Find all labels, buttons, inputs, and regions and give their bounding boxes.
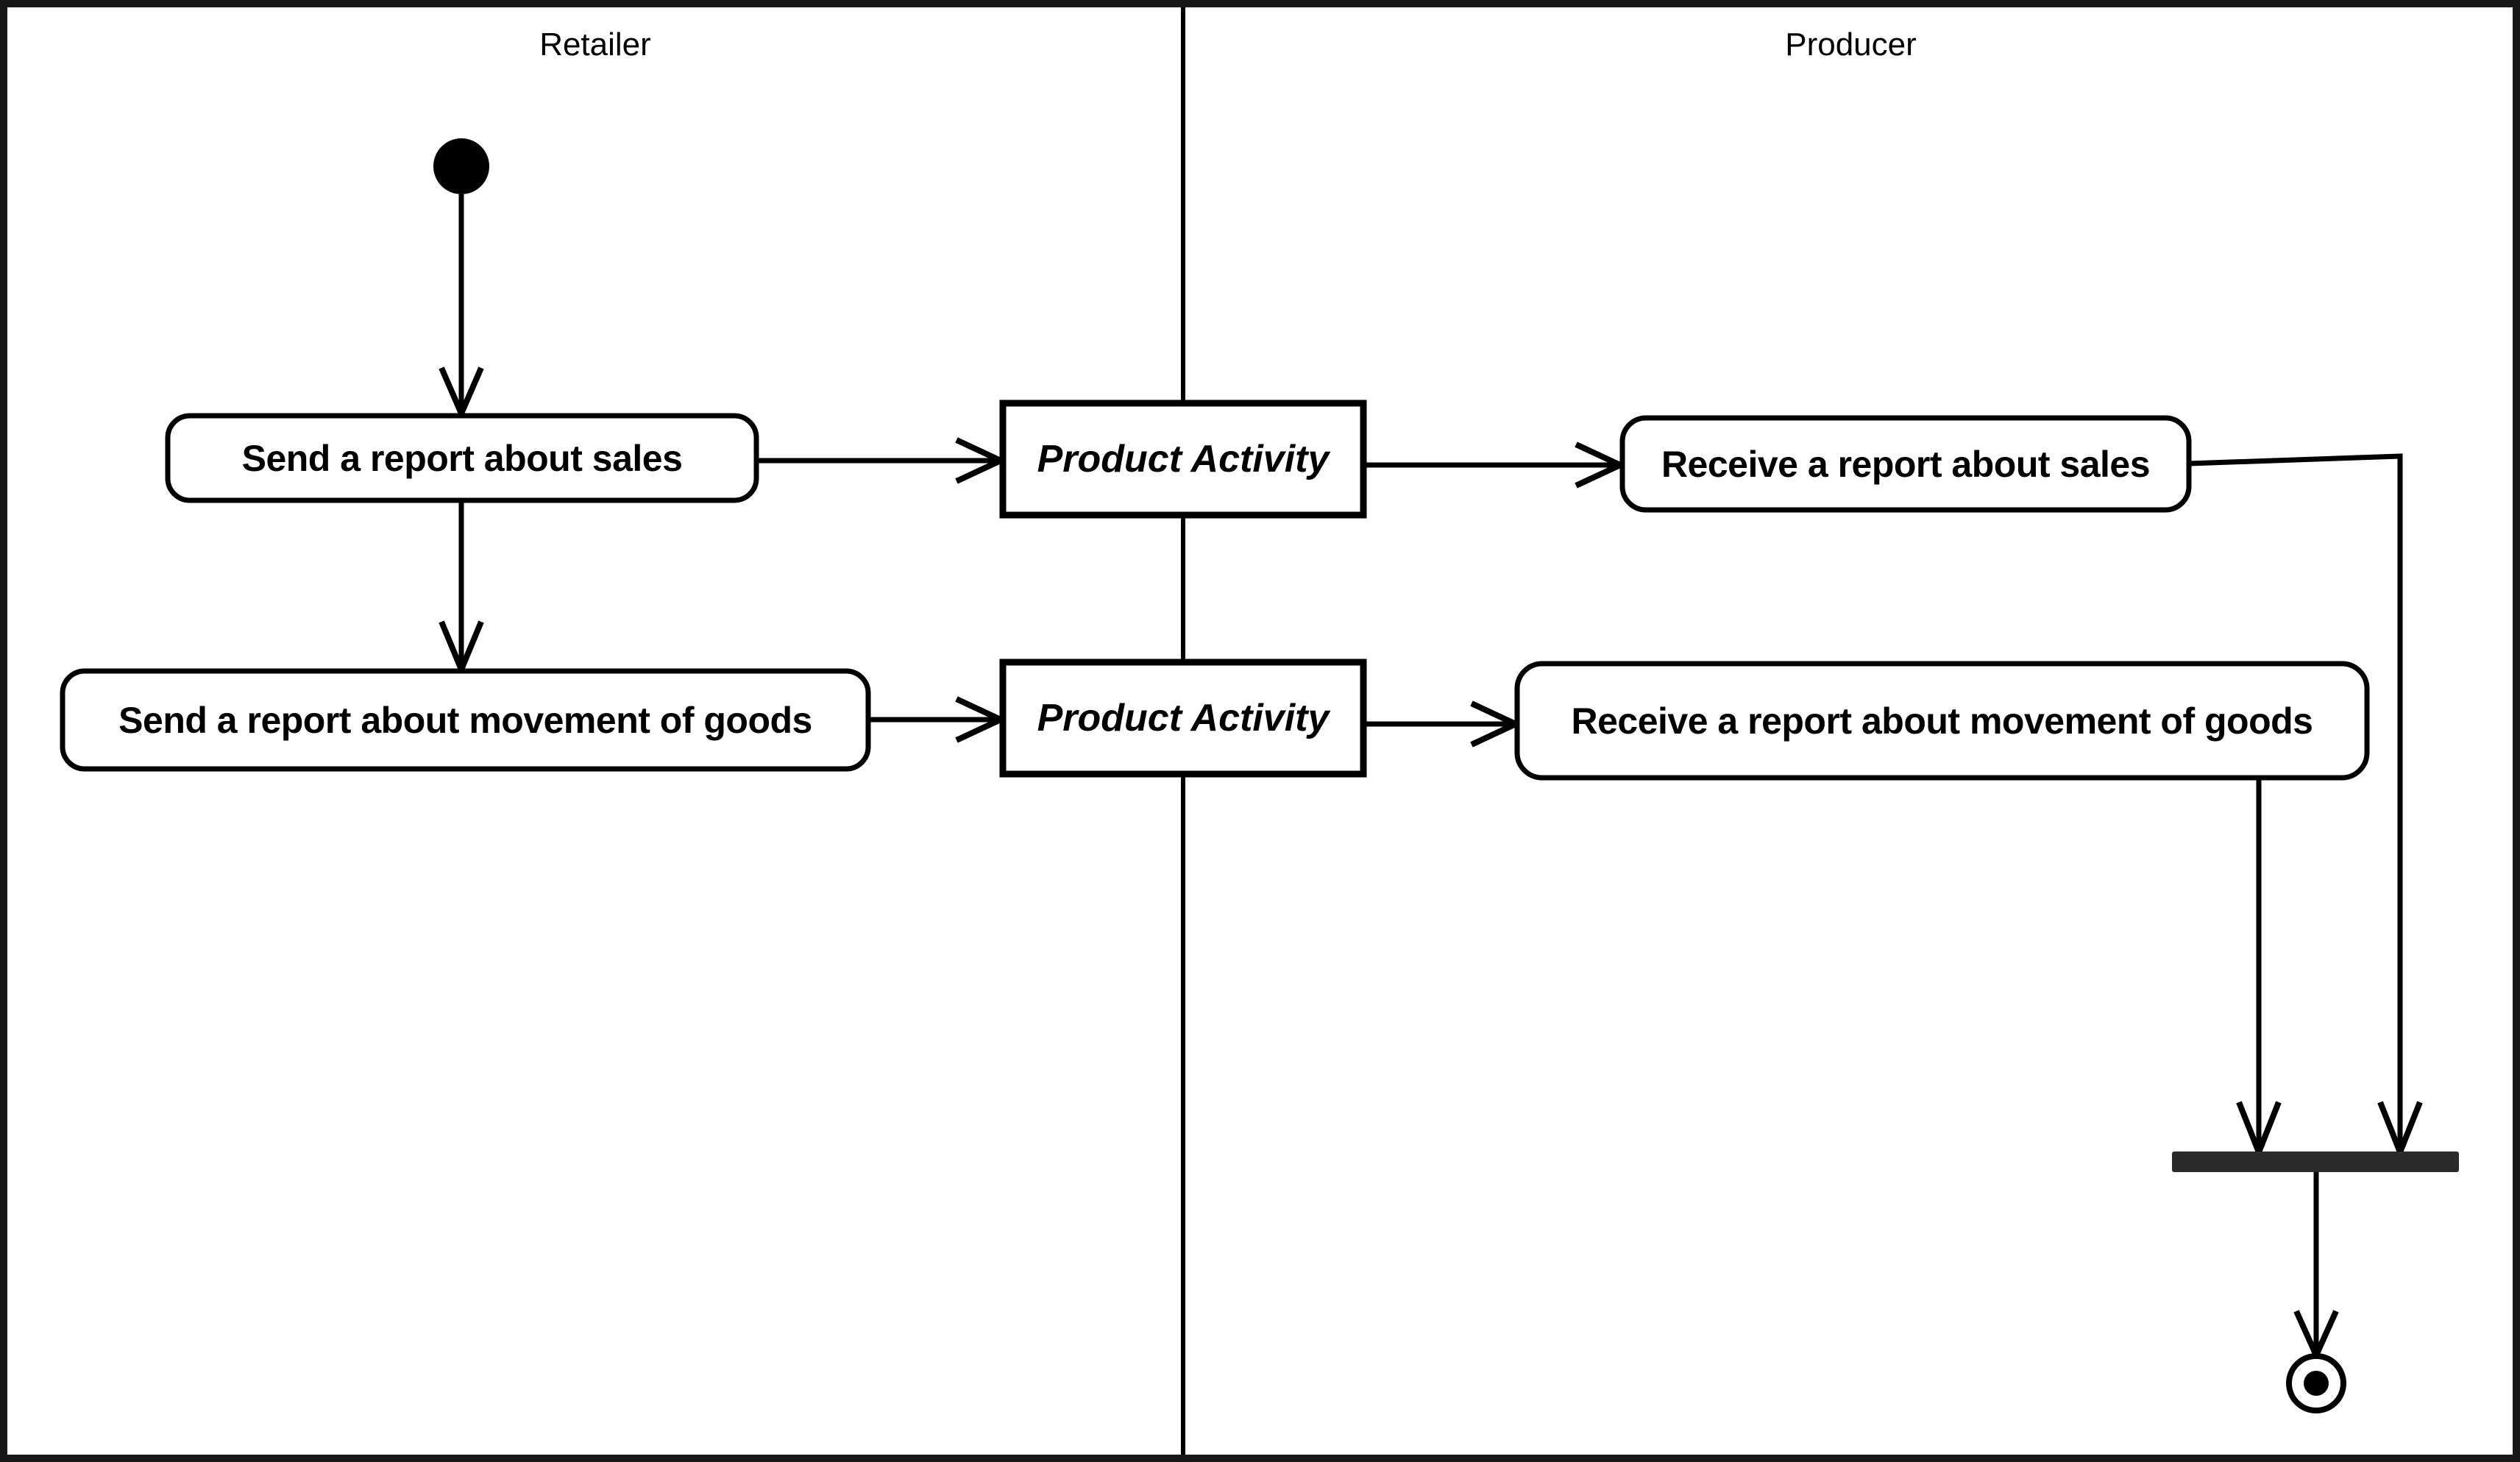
action-node-receive-goods[interactable] xyxy=(1514,661,2370,781)
initial-node[interactable] xyxy=(433,138,489,194)
final-node[interactable] xyxy=(2286,1353,2346,1413)
edge-send-sales-to-signal-sales xyxy=(756,437,1008,484)
edge-receive-goods-to-join xyxy=(2236,778,2282,1160)
edge-start-to-send-sales xyxy=(439,194,484,422)
signal-activity-node-sales[interactable] xyxy=(999,400,1367,519)
action-node-send-goods[interactable] xyxy=(60,668,871,772)
edge-send-sales-to-send-goods xyxy=(439,500,484,678)
action-node-send-sales[interactable] xyxy=(165,413,759,503)
signal-activity-node-goods[interactable] xyxy=(999,659,1367,778)
edge-signal-sales-to-receive-sales xyxy=(1363,441,1628,489)
edge-signal-goods-to-receive-goods xyxy=(1363,700,1523,748)
action-node-receive-sales[interactable] xyxy=(1619,415,2192,513)
edge-send-goods-to-signal-goods xyxy=(868,696,1008,743)
swimlane-title-producer: Producer xyxy=(1785,26,1917,63)
swimlane-title-retailer: Retailer xyxy=(539,26,651,63)
join-bar-node[interactable] xyxy=(2172,1151,2459,1172)
edge-receive-sales-to-join xyxy=(2188,453,2423,1160)
edge-join-to-final xyxy=(2293,1172,2339,1363)
